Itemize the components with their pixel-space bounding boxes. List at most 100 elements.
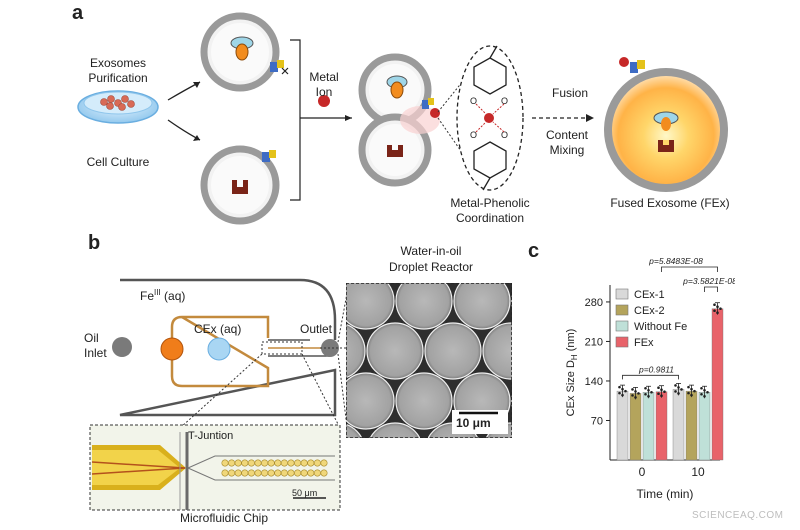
scale-10um-label: 10 μm [456,416,491,430]
panel-b-letter: b [88,232,101,254]
exosome-top-icon [200,12,289,92]
bar [698,392,711,461]
y-axis-label: CEx Size DH (nm) [565,329,579,417]
p-value-label: p=5.8483E-08 [648,256,703,266]
data-point [657,386,660,389]
panel-a-illustration: O O O O [77,12,728,225]
legend-swatch [615,304,629,316]
data-point [644,392,647,396]
data-point [713,309,716,313]
data-point [637,392,640,395]
legend-label: CEx-1 [634,289,665,301]
metal-ion-icon [318,95,330,107]
panel-c-letter: c [528,240,540,262]
droplet-reactor-image [346,283,512,438]
data-point [703,394,706,398]
panel-a-letter: a [72,2,84,24]
significance-bracket [622,374,679,380]
exosome-bottom-icon [200,145,280,225]
svg-text:O: O [501,130,508,140]
data-point [693,389,696,393]
legend-label: Without Fe [634,321,687,333]
data-point [716,305,719,309]
legend-swatch [615,288,629,300]
significance-bracket [661,266,718,272]
data-point [706,390,709,394]
metal-phenolic-structure-icon: O O O O [456,45,524,191]
p-value-label: p=3.5821E-08 [682,276,735,286]
cex-aq-label: CEx (aq) [194,322,242,336]
microfluidic-chip-image [89,424,341,511]
x-tick-label: 10 [691,465,705,479]
data-point [716,311,719,315]
svg-text:O: O [470,96,477,106]
fused-exosome-label: Fused Exosome (FEx) [610,196,730,210]
data-point [624,389,627,393]
data-point [719,307,722,311]
data-point [647,388,650,392]
oil-inlet-port [112,337,132,357]
data-point [700,392,703,396]
y-tick-label: 140 [585,376,603,388]
data-point [713,303,716,307]
legend-label: FEx [634,337,654,349]
legend-swatch [615,336,629,348]
data-point [687,385,690,389]
data-point [700,386,703,390]
data-point [703,388,706,392]
legend-swatch [615,320,629,332]
cell-culture-label: Cell Culture [86,155,150,169]
data-point [631,394,634,397]
chip-outline [119,278,337,417]
data-point [690,393,693,397]
panel-b-illustration [89,278,349,511]
data-point [644,386,647,390]
svg-text:O: O [470,130,477,140]
p-value-label: p=0.9811 [638,364,674,374]
data-point [657,392,660,395]
outlet-label: Outlet [300,322,333,336]
bar [655,391,668,461]
x-tick-label: 0 [639,465,646,479]
data-point [680,388,683,391]
microfluidic-chip-label: Microfluidic Chip [180,511,269,525]
data-point [690,387,693,391]
arrow-down-icon [167,119,201,141]
svg-text:O: O [501,96,508,106]
fused-exosome-icon [604,57,728,192]
data-point [674,384,677,387]
data-point [687,391,690,395]
y-tick-label: 280 [585,297,603,309]
data-point [647,394,650,398]
petri-dish-icon [77,90,159,124]
data-point [663,390,666,393]
data-point [677,386,680,389]
fe-inlet-port [160,337,184,361]
data-point [621,387,624,391]
bar [711,308,724,461]
cex-inlet-port [207,337,231,361]
y-tick-label: 70 [591,415,603,427]
data-point [660,394,663,397]
significance-bracket [704,286,718,292]
bar [642,392,655,461]
data-point [677,392,680,395]
data-point [660,388,663,391]
data-point [634,390,637,393]
legend-label: CEx-2 [634,305,665,317]
bar [629,393,642,461]
bar [672,389,685,461]
data-point [618,391,621,395]
scale-50um-label: 50 μm [292,488,318,498]
t-junction-label: T-Juntion [188,430,234,442]
bar [685,390,698,461]
data-point [621,393,624,397]
watermark: SCIENCEAQ.COM [692,510,784,521]
